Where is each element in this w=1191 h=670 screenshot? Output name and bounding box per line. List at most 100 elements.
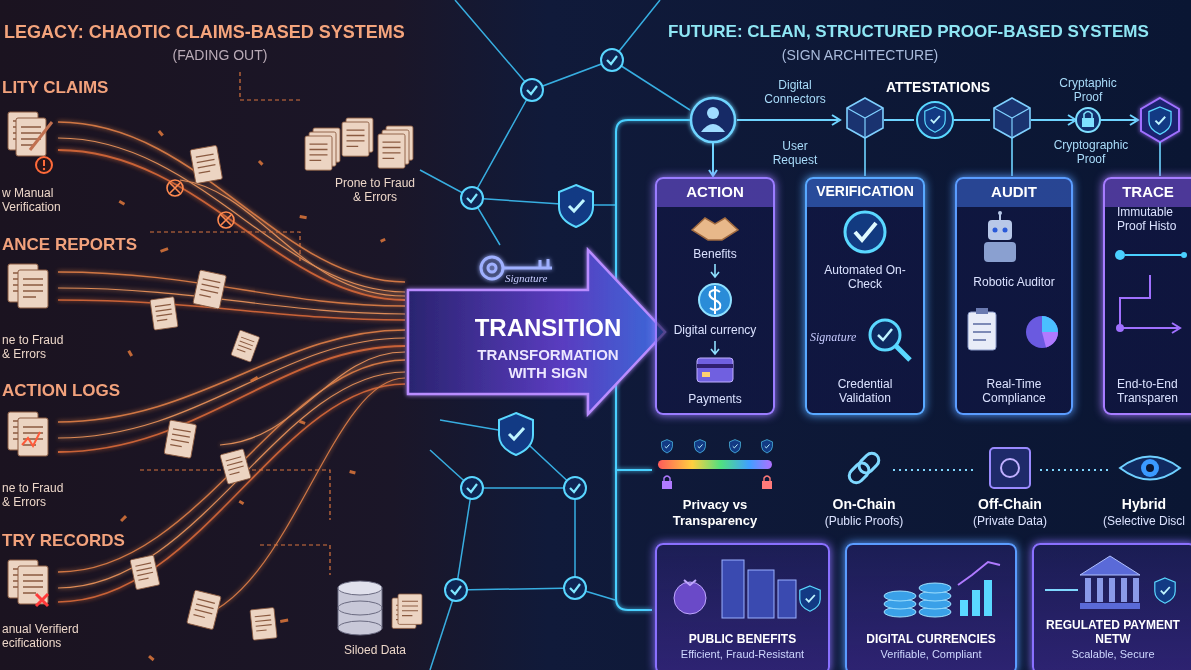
box-text: Digital currency: [659, 323, 771, 337]
privacy-scale: [762, 440, 773, 453]
chaos-lines: [220, 352, 405, 445]
scattered-documents: [167, 180, 183, 196]
privacy-scale: [662, 440, 673, 453]
label-slot: Digital Connectors: [752, 78, 838, 107]
storage-icons: [846, 448, 1180, 488]
text-slot: TRACE: [1111, 183, 1185, 201]
box-text: Credential Validation: [811, 377, 919, 406]
attestation-chain: [707, 107, 719, 119]
shards: [380, 238, 386, 243]
audit-icons: [973, 324, 991, 340]
action-icons: [711, 264, 719, 277]
outcome-icons: [1155, 578, 1175, 603]
text-slot: Payments: [659, 392, 771, 406]
outcome-icons: [674, 556, 1175, 618]
verification-icons: [878, 329, 892, 340]
check-nodes: [601, 49, 623, 71]
privacy-scale: [764, 476, 770, 481]
network-lines: [430, 590, 456, 670]
panel-wire: [616, 469, 652, 471]
section-title: LEGACY: CHAOTIC CLAIMS-BASED SYSTEMS: [4, 22, 444, 44]
attestation-chain: [691, 98, 735, 142]
attestation-chain: [1084, 112, 1092, 119]
text-slot: REGULATED PAYMENT NETW: [1038, 618, 1188, 647]
scattered-documents: [305, 136, 332, 170]
outcome-icons: [674, 582, 706, 614]
chaos-lines: [58, 138, 405, 292]
network-lines: [612, 60, 690, 110]
text-slot: ACTION: [659, 183, 771, 201]
note: anual Verifierd ecifications: [2, 622, 102, 651]
outcome-icons: [919, 583, 951, 593]
box-text: Payments: [659, 392, 771, 406]
verification-icons: [870, 320, 900, 350]
chaos-lines: [58, 300, 405, 320]
storage-icons: [1146, 464, 1154, 472]
database-icon: [338, 601, 382, 615]
audit-icons: [1042, 332, 1058, 348]
box-text: Scalable, Secure: [1038, 648, 1188, 661]
scattered-documents: [378, 134, 405, 168]
label-slot: Hybrid: [1099, 496, 1189, 513]
text-slot: Scalable, Secure: [1038, 648, 1188, 661]
text-slot: Automated On-Check: [811, 263, 919, 292]
signature: Signature: [505, 272, 561, 285]
network-lines: [472, 90, 532, 245]
box-text: Automated On-Check: [811, 263, 919, 292]
outcome-icons: [1080, 556, 1140, 575]
label-slot: (Selective Discl: [1099, 514, 1189, 528]
category-heading: TRY RECORDS: [2, 531, 152, 551]
shards: [299, 215, 306, 219]
attestation-chain: [954, 119, 990, 121]
text-slot: PUBLIC BENEFITS: [663, 632, 822, 646]
note: w Manual Verification: [2, 186, 82, 215]
shards: [239, 500, 245, 505]
box-title: DIGITAL CURRENCIES: [853, 632, 1009, 646]
scattered-documents: [170, 183, 180, 193]
legacy-documents: [18, 418, 48, 456]
verification-icons: [845, 212, 885, 252]
text-slot: Digital currency: [659, 323, 771, 337]
audit-icons: [968, 211, 1058, 350]
dashed-links: [150, 232, 300, 262]
concept-note: (Public Proofs): [814, 514, 914, 528]
text-slot: VERIFICATION: [809, 183, 921, 200]
action-icons: [692, 218, 738, 382]
label-slot: Signature: [505, 272, 561, 285]
box-title: TRANSITION: [453, 314, 643, 343]
text-slot: TRANSFORMATION WITH SIGN: [463, 346, 633, 382]
attestation-chain: [691, 98, 1179, 176]
audit-icons: [1003, 228, 1008, 233]
audit-icons: [1026, 316, 1058, 348]
storage-icons: [1120, 457, 1180, 480]
scattered-documents: [220, 449, 251, 485]
privacy-scale: [658, 460, 772, 469]
check-nodes: [499, 413, 533, 455]
label-slot: ne to Fraud & Errors: [2, 481, 74, 510]
action-icons: [710, 286, 721, 314]
privacy-scale: [658, 440, 772, 489]
box-text: Immutable Proof Histo: [1117, 205, 1191, 234]
network-lines: [456, 488, 575, 590]
database-icon: [398, 594, 422, 624]
concept-note: (Private Data): [960, 514, 1060, 528]
label-slot: ANCE REPORTS: [2, 235, 152, 255]
check-nodes: [521, 79, 543, 101]
category-heading: LITY CLAIMS: [2, 78, 152, 98]
note: ne to Fraud & Errors: [2, 333, 74, 362]
outcome-icons: [984, 580, 992, 616]
outcome-icons: [722, 560, 744, 618]
note: ne to Fraud & Errors: [2, 481, 74, 510]
process-box: TRACEImmutable Proof HistoEnd-to-End Tra…: [1103, 177, 1191, 415]
outcome-icons: [958, 562, 1000, 585]
audit-icons: [1042, 316, 1058, 332]
box-title: PUBLIC BENEFITS: [663, 632, 822, 646]
action-icons: [702, 372, 710, 377]
box-title: ACTION: [659, 183, 771, 201]
label-slot: TRY RECORDS: [2, 531, 152, 551]
scattered-documents: [190, 145, 223, 183]
audit-icons: [968, 312, 996, 350]
note: Siloed Data: [320, 643, 430, 657]
box-title: AUDIT: [959, 183, 1069, 201]
